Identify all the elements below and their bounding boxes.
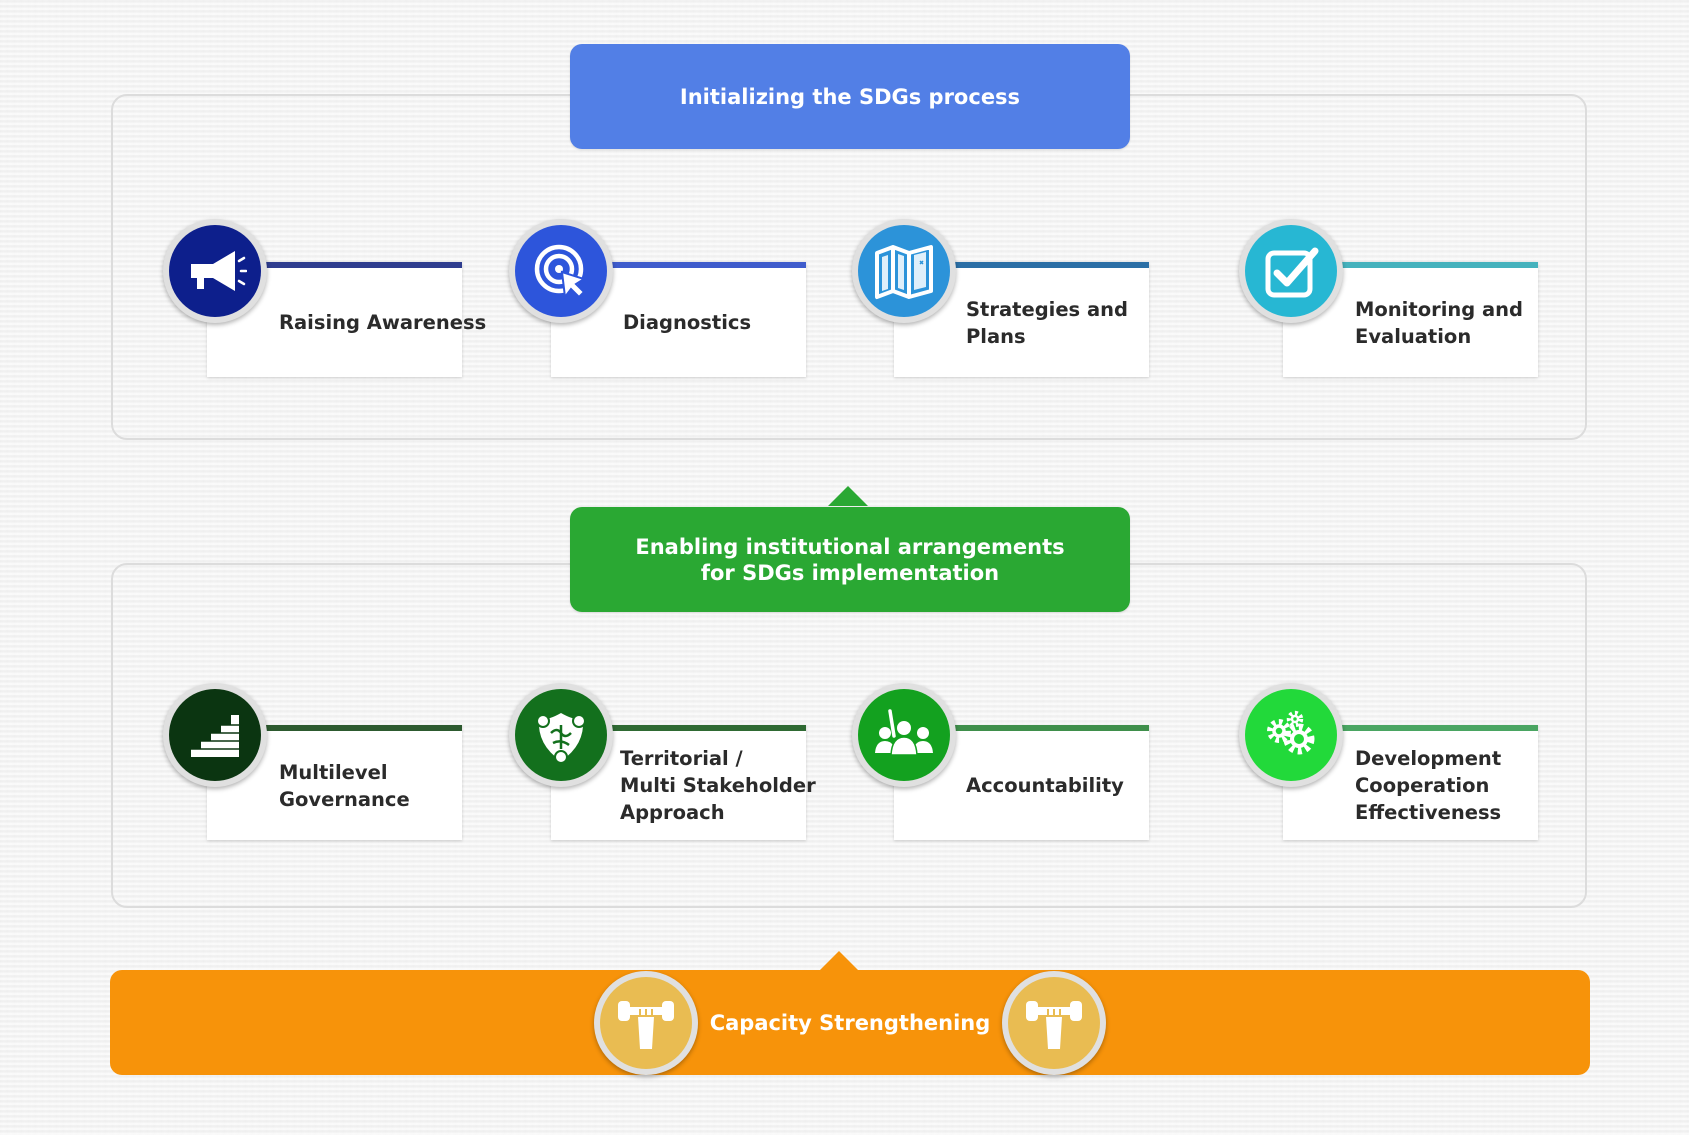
card-label-line: Approach — [620, 801, 725, 824]
stage1-banner-line: Initializing the SDGs process — [679, 84, 1021, 109]
stage1-card-raising-awareness: Raising Awareness — [207, 262, 487, 377]
puzzle-shield-icon — [515, 689, 607, 781]
card-label: Monitoring and Evaluation — [1355, 268, 1532, 377]
card-label-line: Evaluation — [1355, 324, 1472, 348]
card-label: Development Cooperation Effectiveness — [1355, 731, 1532, 840]
stage2-icon-circle-multilevel-governance — [163, 683, 267, 787]
card-label-line: Cooperation — [1355, 774, 1490, 797]
card-label-line: Monitoring and — [1355, 297, 1524, 321]
stage2-pointer-arrow — [828, 486, 868, 506]
stage2-icon-circle-territorial-multi-stakeholder-approach — [509, 683, 613, 787]
stairs-icon — [169, 689, 261, 781]
megaphone-icon — [169, 225, 261, 317]
card-label-line: Governance — [279, 787, 410, 811]
card-label-line: Effectiveness — [1355, 801, 1502, 824]
card-label-line: Raising Awareness — [279, 311, 487, 334]
capacity-icon-circle-left — [594, 971, 698, 1075]
gears-icon — [1245, 689, 1337, 781]
stage1-banner-text: Initializing the SDGs process — [680, 84, 1020, 110]
card-label-line: Multilevel — [279, 760, 388, 784]
stage2-icon-circle-development-cooperation-effectiveness — [1239, 683, 1343, 787]
dumbbell-icon — [600, 977, 692, 1069]
card-label: Strategies and Plans — [966, 268, 1143, 377]
dumbbell-icon — [1008, 977, 1100, 1069]
stage2-banner-line: for SDGs implementation — [700, 560, 1000, 585]
card-label-line: Multi Stakeholder — [620, 774, 816, 797]
capacity-bar — [110, 970, 1590, 1075]
card-label-line: Development — [1355, 747, 1502, 770]
card-label: Diagnostics — [623, 268, 800, 377]
capacity-icon-circle-right — [1002, 971, 1106, 1075]
stage2-icon-circle-accountability — [852, 683, 956, 787]
card-label: Raising Awareness — [279, 268, 487, 377]
card-label: Territorial / Multi Stakeholder Approach — [620, 731, 816, 840]
capacity-pointer-arrow — [819, 951, 859, 971]
card-label-line: Diagnostics — [623, 311, 752, 334]
stage1-card-monitoring-and-evaluation: Monitoring and Evaluation — [1283, 262, 1538, 377]
card-label-line: Accountability — [966, 774, 1124, 797]
stage2-banner-text: Enabling institutional arrangements for … — [635, 534, 1064, 586]
stage2-banner: Enabling institutional arrangements for … — [570, 507, 1130, 612]
stage1-icon-circle-diagnostics — [509, 219, 613, 323]
stage1-icon-circle-strategies-and-plans — [852, 219, 956, 323]
stage2-card-multilevel-governance: Multilevel Governance — [207, 725, 462, 840]
stage1-icon-circle-monitoring-and-evaluation — [1239, 219, 1343, 323]
checkbox-icon — [1245, 225, 1337, 317]
target-cursor-icon — [515, 225, 607, 317]
map-icon — [858, 225, 950, 317]
stage1-icon-circle-raising-awareness — [163, 219, 267, 323]
capacity-label: Capacity Strengthening — [709, 1010, 991, 1035]
card-label: Accountability — [966, 731, 1143, 840]
card-label-line: Strategies and — [966, 297, 1128, 321]
stage2-banner-line: Enabling institutional arrangements — [635, 534, 1065, 559]
people-group-icon — [858, 689, 950, 781]
card-label-line: Territorial / — [620, 747, 743, 770]
stage1-banner: Initializing the SDGs process — [570, 44, 1130, 149]
card-label-line: Plans — [966, 324, 1026, 348]
card-label: Multilevel Governance — [279, 731, 456, 840]
